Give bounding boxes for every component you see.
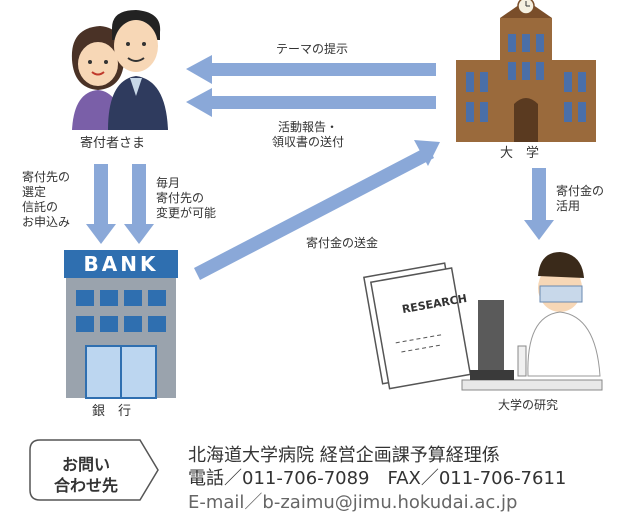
arrow-label-report: 活動報告・ 領収書の送付 [272, 120, 345, 149]
university-label: 大 学 [500, 146, 540, 161]
arrow-activity-report [186, 88, 436, 117]
arrow-label-use: 寄付金の 活用 [556, 184, 605, 213]
arrow-bank-to-university-remit [194, 140, 440, 280]
bank-building-illustration [64, 250, 178, 399]
contact-box: お問い 合わせ先 [30, 438, 156, 504]
arrow-university-to-research [524, 168, 554, 240]
contact-email: E-mail／b-zaimu@jimu.hokudai.ac.jp [188, 492, 518, 513]
arrow-donor-to-bank-select [86, 164, 116, 244]
bank-label: 銀 行 [92, 404, 132, 419]
contact-box-label: お問い 合わせ先 [53, 455, 118, 495]
arrow-label-remit: 寄付金の送金 [306, 236, 379, 250]
arrow-theme-presentation [186, 55, 436, 84]
arrow-label-monthly: 毎月 寄付先の 変更が可能 [156, 176, 217, 220]
arrow-label-select: 寄付先の 選定 信託の お申込み [22, 170, 71, 229]
contact-department: 北海道大学病院 経営企画課予算経理係 [188, 445, 500, 466]
donor-label: 寄付者さま [80, 136, 146, 151]
research-illustration [363, 252, 603, 391]
arrow-donor-to-bank-monthly [124, 164, 154, 244]
donor-couple-illustration [71, 10, 168, 130]
contact-phone-fax: 電話／011-706-7089 FAX／011-706-7611 [188, 468, 567, 489]
research-label: 大学の研究 [498, 398, 559, 412]
bank-sign: BANK [84, 252, 159, 276]
arrow-label-theme: テーマの提示 [276, 42, 349, 56]
contact-box-shape [29, 439, 159, 501]
university-building-illustration [456, 0, 596, 142]
